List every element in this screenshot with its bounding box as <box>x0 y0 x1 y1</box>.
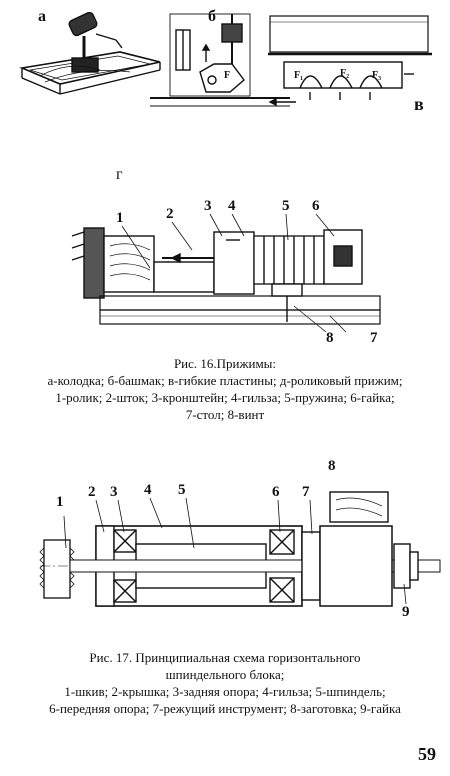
fig17-caption-line-3: 6-передняя опора; 7-режущий инструмент; … <box>49 701 401 716</box>
fig16-caption-line-1: а-колодка; б-башмак; в-гибкие пластины; … <box>47 373 403 388</box>
fig16-callout-7: 7 <box>370 330 378 346</box>
fig16-callout-5: 5 <box>282 198 290 214</box>
fig17-callout-9: 9 <box>402 604 410 620</box>
fig17-callout-5: 5 <box>178 482 186 498</box>
panel-b-shoe-clamp <box>150 13 296 107</box>
fig16-callout-2: 2 <box>166 206 174 222</box>
fig16-callout-8: 8 <box>326 330 334 346</box>
force2-label: F₂ <box>340 68 350 79</box>
fig17-callout-7: 7 <box>302 484 310 500</box>
panel-v-flexible-plates <box>268 15 432 100</box>
fig16-callout-4: 4 <box>228 198 236 214</box>
force-label: F <box>224 70 231 81</box>
page-number: 59 <box>418 744 436 764</box>
fig17-callout-8: 8 <box>328 458 336 474</box>
fig17-caption-line-1: шпиндельного блока; <box>165 667 285 682</box>
panel-a-label: а <box>38 8 46 25</box>
fig17-callout-2: 2 <box>88 484 96 500</box>
fig16-caption-line-3: 7-стол; 8-винт <box>185 407 265 422</box>
fig16-callout-3: 3 <box>204 198 212 214</box>
panel-g-roller-clamp <box>71 213 381 333</box>
fig17-callout-4: 4 <box>144 482 152 498</box>
fig16-callout-1: 1 <box>116 210 124 226</box>
fig17-caption-line-2: 1-шкив; 2-крышка; 3-задняя опора; 4-гиль… <box>64 684 386 699</box>
force3-label: F₃ <box>372 70 382 81</box>
fig17-callout-1: 1 <box>56 494 64 510</box>
fig16-caption-line-2: 1-ролик; 2-шток; 3-кронштейн; 4-гильза; … <box>55 390 395 405</box>
fig16-callout-6: 6 <box>312 198 320 214</box>
panel-g-label: г <box>116 166 123 183</box>
panel-b-label: б <box>208 8 216 25</box>
force1-label: F₁ <box>294 70 304 81</box>
fig17-callout-3: 3 <box>110 484 118 500</box>
fig16-caption-title: Рис. 16.Прижимы: <box>173 356 277 371</box>
panel-a-pad-clamp <box>19 11 161 95</box>
fig17-caption-title: Рис. 17. Принципиальная схема горизонтал… <box>89 650 361 665</box>
fig17-callout-6: 6 <box>272 484 280 500</box>
panel-v-label: в <box>414 94 424 114</box>
